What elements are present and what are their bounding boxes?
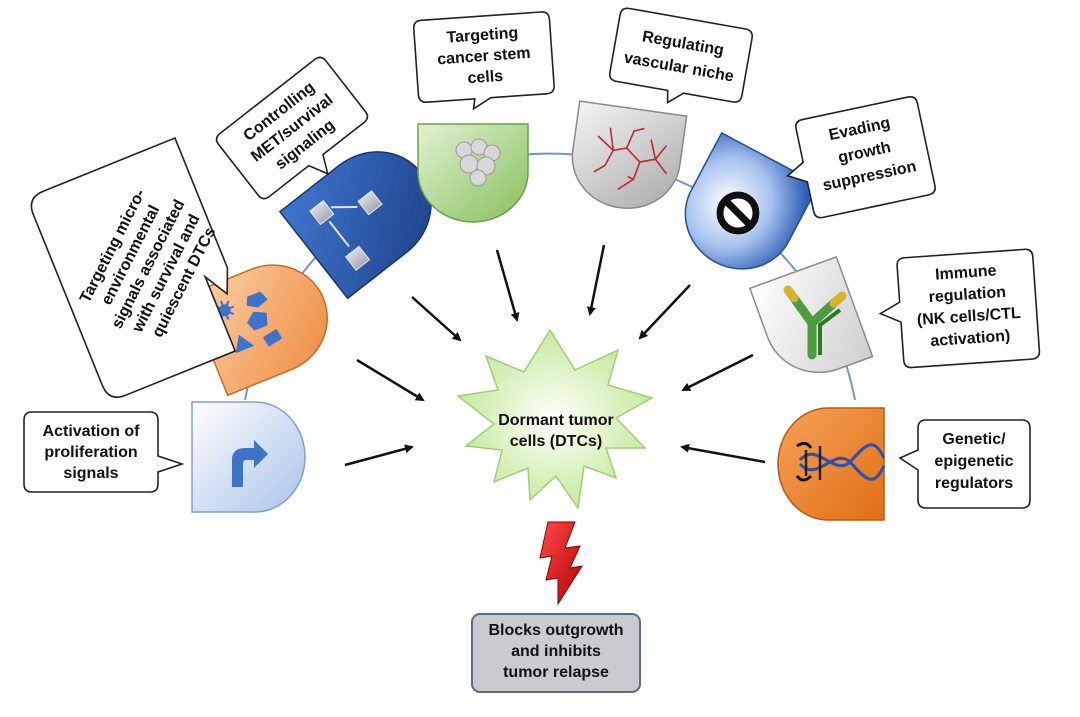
callout-stem-line2: cancer stem	[437, 45, 531, 68]
callout-stem-line1: Targeting	[446, 25, 519, 47]
callout-genetic-line3: regulators	[935, 475, 1013, 492]
arrow-genetic	[680, 443, 766, 464]
transition-boxes-icon	[309, 190, 383, 271]
arrows	[344, 244, 766, 467]
callout-immune-line2: regulation	[928, 284, 1006, 306]
dna-helix-icon	[795, 441, 886, 482]
outcome-line2: and inhibits	[511, 643, 601, 660]
shield-met-survival	[278, 151, 432, 300]
lightning-bolt	[539, 521, 584, 606]
callout-met-survival: Controlling MET/survival signaling	[215, 56, 369, 200]
callout-proliferation-line2: proliferation	[44, 444, 137, 461]
blood-vessel-icon	[593, 127, 668, 190]
center-label-line1: Dormant tumor	[498, 412, 614, 429]
shield-cancer-stem	[417, 123, 529, 223]
outcome-box: Blocks outgrowth and inhibits tumor rela…	[471, 613, 641, 693]
callout-immune-line1: Immune	[935, 262, 997, 283]
callout-genetic-line2: epigenetic	[934, 453, 1013, 470]
outcome-line1: Blocks outgrowth	[488, 622, 623, 639]
arrow-proliferation	[344, 444, 414, 467]
no-entry-icon	[716, 191, 760, 235]
callout-genetic-line1: Genetic/	[942, 431, 1006, 448]
callout-proliferation-line3: signals	[63, 465, 118, 482]
arrow-microenvironment	[356, 358, 425, 402]
turn-arrow-icon	[232, 440, 268, 487]
signal-shapes-icon	[215, 291, 283, 354]
outcome-line3: tumor relapse	[503, 664, 609, 681]
callout-cancer-stem: Targeting cancer stem cells	[412, 11, 555, 111]
stem-cell-cluster-icon	[455, 138, 501, 187]
callout-immune-line4: activation)	[930, 328, 1011, 351]
antibody-icon	[783, 285, 847, 360]
callout-microenvironment: Targeting micro- environmental signals a…	[30, 136, 237, 398]
shield-microenvironment	[186, 264, 328, 397]
arrow-immune	[681, 353, 754, 392]
callout-stem-line3: cells	[467, 68, 504, 87]
arrow-growth	[638, 284, 691, 340]
callout-proliferation-line1: Activation of	[43, 423, 141, 440]
shield-genetic	[777, 407, 886, 521]
callout-immune: Immune regulation (NK cells/CTL activati…	[878, 248, 1041, 369]
arrow-vascular	[586, 244, 606, 316]
callout-proliferation: Activation of proliferation signals	[23, 411, 185, 493]
arrow-met	[411, 296, 462, 342]
callout-genetic: Genetic/ epigenetic regulators	[898, 419, 1031, 509]
callout-vascular: Regulating vascular niche	[608, 7, 754, 104]
center-label-line2: cells (DTCs)	[510, 433, 602, 450]
star-shape	[456, 328, 654, 511]
shield-vascular	[571, 100, 688, 209]
callout-growth-suppression: Evading growth suppression	[786, 96, 936, 219]
dtc-star: Dormant tumor cells (DTCs)	[456, 328, 654, 511]
arrow-stem	[495, 249, 520, 322]
shield-proliferation	[191, 401, 306, 513]
